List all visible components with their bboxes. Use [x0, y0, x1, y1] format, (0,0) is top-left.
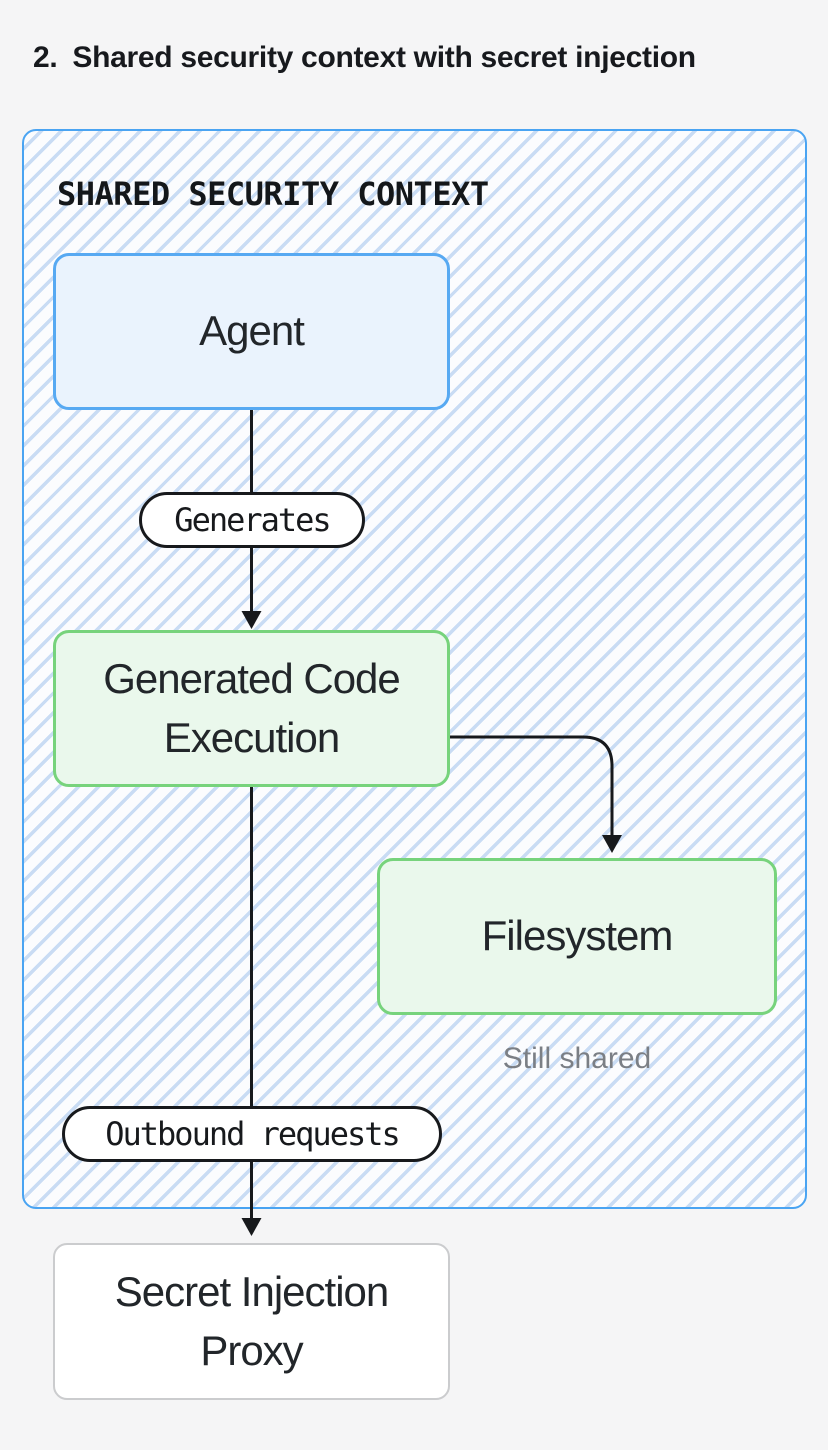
shared-security-context-label: SHARED SECURITY CONTEXT	[57, 175, 489, 213]
still-shared-annotation: Still shared	[502, 1042, 652, 1075]
node-agent-label: Agent	[199, 307, 305, 355]
node-generated-code-execution: Generated Code Execution	[53, 630, 450, 787]
edge-label-outbound-requests: Outbound requests	[62, 1106, 442, 1162]
section-heading-number: 2.	[33, 41, 58, 74]
section-heading-title: Shared security context with secret inje…	[72, 41, 696, 74]
edge-label-generates: Generates	[139, 492, 365, 548]
node-secret-injection-proxy: Secret Injection Proxy	[53, 1243, 450, 1400]
node-agent: Agent	[53, 253, 450, 410]
arrowhead-proxy	[241, 1218, 262, 1236]
node-secret-injection-proxy-label: Secret Injection Proxy	[114, 1267, 390, 1374]
node-filesystem: Filesystem	[377, 858, 777, 1015]
section-heading: 2. Shared security context with secret i…	[33, 41, 696, 75]
node-filesystem-label: Filesystem	[481, 912, 674, 960]
edge-label-generates-text: Generates	[174, 501, 331, 539]
edge-label-outbound-requests-text: Outbound requests	[105, 1115, 401, 1153]
node-generated-code-execution-label: Generated Code Execution	[103, 654, 401, 761]
